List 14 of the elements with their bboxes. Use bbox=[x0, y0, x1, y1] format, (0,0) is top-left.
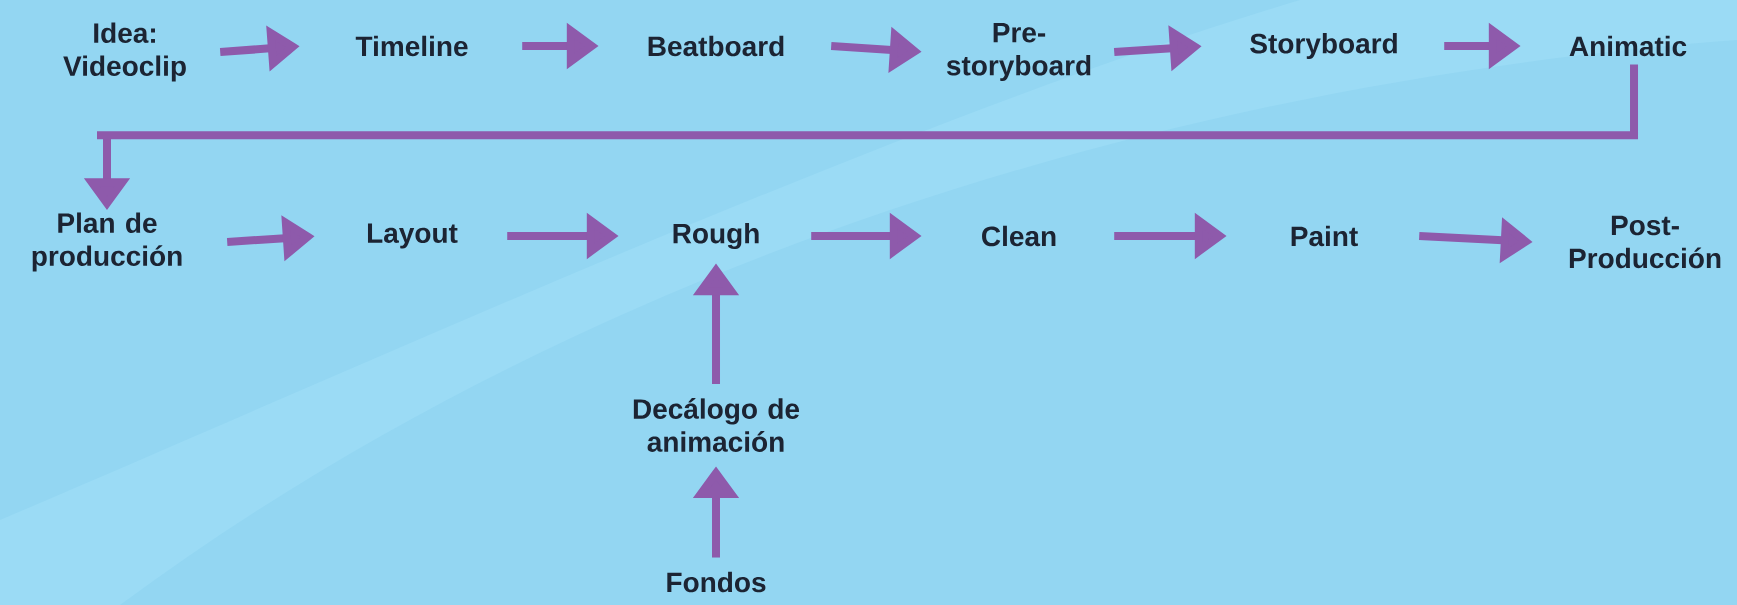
step-label: Pre-storyboard bbox=[946, 22, 1091, 82]
step-label: Decálogo de animación bbox=[633, 398, 800, 452]
step-label: Paint bbox=[1291, 225, 1358, 247]
step-label: Storyboard bbox=[1250, 32, 1397, 60]
step-label: Clean bbox=[982, 225, 1056, 247]
step-label: Post-Producción bbox=[1569, 215, 1721, 269]
step-label: Timeline bbox=[355, 35, 468, 57]
step-label: Beatboard bbox=[648, 35, 784, 57]
step-label: Rough bbox=[673, 222, 759, 250]
step-label: Idea: Videoclip bbox=[63, 22, 186, 82]
step-label: Animatic bbox=[1569, 35, 1687, 57]
step-label: Layout bbox=[368, 223, 458, 249]
step-label: Plan de producción bbox=[32, 212, 182, 272]
step-label: Fondos bbox=[667, 571, 766, 593]
